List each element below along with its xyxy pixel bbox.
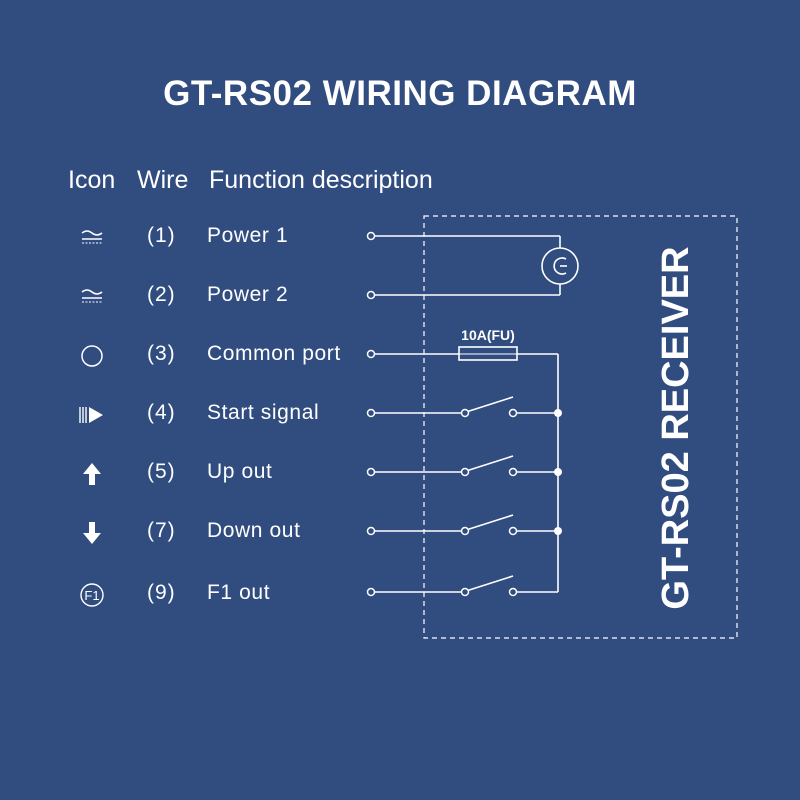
arrow-down-icon [83, 522, 101, 544]
header-wire: Wire [137, 166, 189, 194]
f1-circle-icon: F1 [80, 583, 104, 607]
junction-dots [554, 409, 562, 535]
wire-row-common-port: (3) Common port [0, 334, 420, 374]
receiver-label: GT-RS02 RECEIVER [655, 246, 697, 609]
page-title: GT-RS02 WIRING DIAGRAM [163, 74, 637, 113]
relay-down-out [374, 514, 558, 532]
wire-number: (9) [147, 581, 176, 604]
function-label: Common port [207, 342, 341, 365]
wire-number: (4) [147, 401, 176, 424]
function-label: Up out [207, 460, 273, 483]
function-label: Down out [207, 519, 301, 542]
header-icon: Icon [68, 166, 116, 194]
ac-power-icon [81, 230, 103, 244]
fuse-label: 10A(FU) [461, 327, 515, 343]
f1-icon-label: F1 [84, 588, 99, 603]
ac-power-icon [81, 289, 103, 303]
wire-row-f1-out: F1 (9) F1 out [0, 573, 420, 613]
function-label: Power 2 [207, 283, 289, 306]
relay-start-signal [374, 396, 558, 414]
wire-number: (1) [147, 224, 176, 247]
start-signal-icon [79, 407, 103, 423]
wire-number: (2) [147, 283, 176, 306]
wire-row-power-1: (1) Power 1 [0, 216, 420, 256]
wire-number: (5) [147, 460, 176, 483]
wire-row-start-signal: (4) Start signal [0, 393, 420, 433]
wire-row-up-out: (5) Up out [0, 452, 420, 492]
function-label: Start signal [207, 401, 320, 424]
relay-f1-out [374, 575, 558, 593]
power-supply-symbol [541, 247, 579, 285]
receiver-box [423, 215, 738, 639]
wire-row-down-out: (7) Down out [0, 511, 420, 551]
wire-number: (3) [147, 342, 176, 365]
terminals [366, 231, 518, 597]
function-label: F1 out [207, 581, 271, 604]
arrow-up-icon [83, 463, 101, 485]
function-label: Power 1 [207, 224, 289, 247]
circle-icon [81, 345, 103, 367]
header-function: Function description [209, 166, 433, 194]
relay-up-out [374, 455, 558, 473]
wire-number: (7) [147, 519, 176, 542]
wire-row-power-2: (2) Power 2 [0, 275, 420, 315]
